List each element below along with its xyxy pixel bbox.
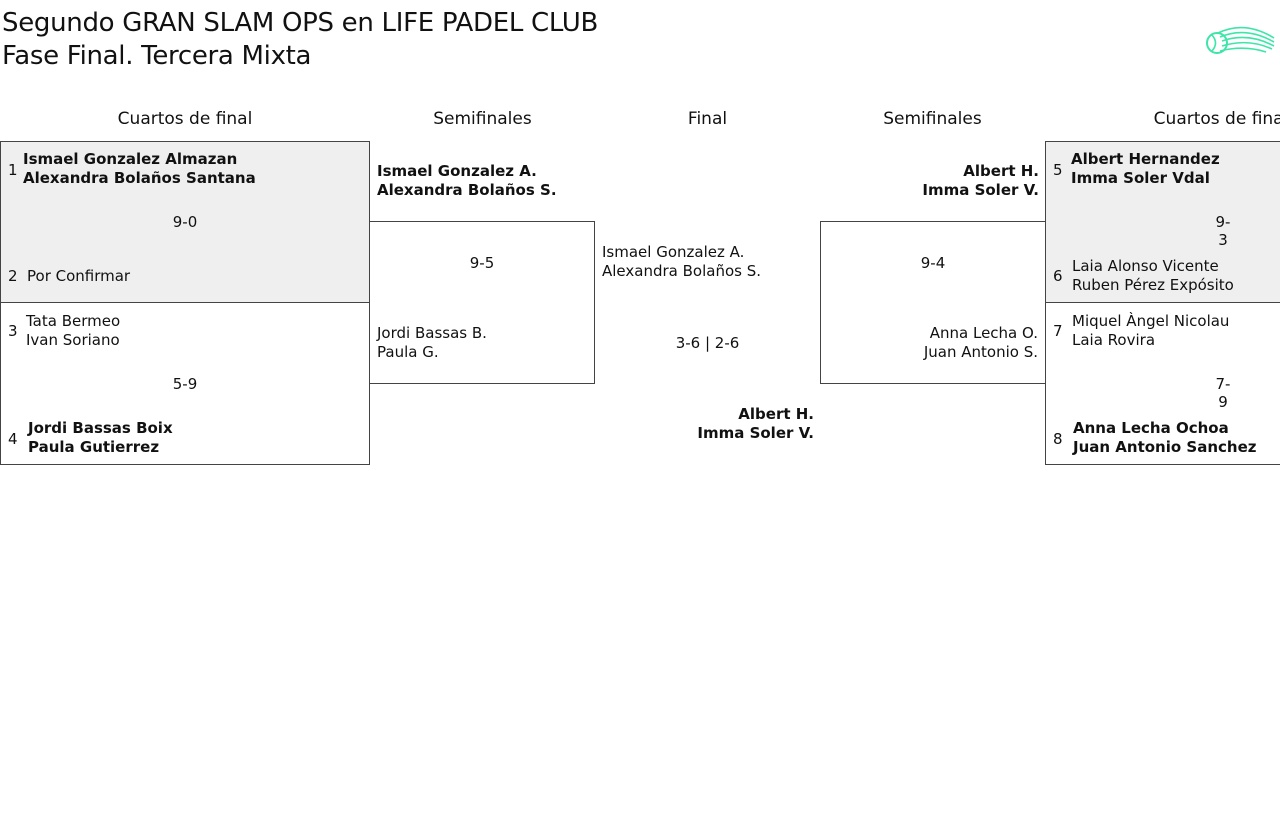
player-name: Imma Soler Vdal (1071, 169, 1210, 187)
player-name: Jordi Bassas Boix (28, 419, 173, 437)
sf-right-team-top: Albert H. Imma Soler V. (820, 162, 1039, 200)
round-header-quarters-left: Cuartos de final (117, 109, 253, 129)
qf-right-match-1: 5 Albert Hernandez Imma Soler Vdal 9-3 6… (1045, 141, 1280, 303)
round-header-semis-left: Semifinales (433, 109, 532, 129)
round-header-quarters-right: Cuartos de final (1153, 109, 1280, 129)
qf-left-match-1: 1 Ismael Gonzalez Almazan Alexandra Bola… (0, 141, 370, 303)
team-bottom: Jordi Bassas Boix Paula Gutierrez (28, 419, 173, 457)
team-top: Albert Hernandez Imma Soler Vdal (1071, 150, 1220, 188)
team-top: Tata Bermeo Ivan Soriano (26, 312, 120, 350)
player-name: Imma Soler V. (922, 181, 1039, 199)
team-bottom: Laia Alonso Vicente Ruben Pérez Expósito (1072, 257, 1234, 295)
player-name: Alexandra Bolaños S. (602, 262, 762, 280)
seed-number: 7 (1053, 322, 1063, 340)
player-name: Alexandra Bolaños Santana (23, 169, 256, 187)
round-header-semis-right: Semifinales (883, 109, 982, 129)
seed-number: 8 (1053, 430, 1063, 448)
seed-number: 4 (8, 430, 18, 448)
player-name: Alexandra Bolaños S. (377, 181, 557, 199)
match-score: 9-0 (172, 213, 198, 231)
team-top: Ismael Gonzalez Almazan Alexandra Bolaño… (23, 150, 256, 188)
player-name: Anna Lecha Ochoa (1073, 419, 1229, 437)
page-title: Segundo GRAN SLAM OPS en LIFE PADEL CLUB (2, 8, 599, 38)
player-name: Paula Gutierrez (28, 438, 160, 456)
player-name: Ismael Gonzalez Almazan (23, 150, 238, 168)
team-bottom: Anna Lecha Ochoa Juan Antonio Sanchez (1073, 419, 1256, 457)
player-name: Juan Antonio Sanchez (1073, 438, 1257, 456)
player-name: Ismael Gonzalez A. (602, 243, 745, 261)
page-subtitle: Fase Final. Tercera Mixta (2, 41, 312, 71)
seed-number: 1 (8, 161, 18, 179)
final-team-top: Ismael Gonzalez A. Alexandra Bolaños S. (602, 243, 761, 281)
match-score: 9-3 (1215, 213, 1231, 249)
match-score: 7-9 (1215, 375, 1231, 411)
player-name: Anna Lecha O. (929, 324, 1038, 342)
qf-right-match-2: 7 Miquel Àngel Nicolau Laia Rovira 7-9 8… (1045, 302, 1280, 465)
player-name: Laia Rovira (1072, 331, 1156, 349)
player-name: Ismael Gonzalez A. (377, 162, 537, 180)
team-bottom: Por Confirmar (27, 267, 130, 286)
sf-left-team-bottom: Jordi Bassas B. Paula G. (377, 324, 487, 362)
player-name: Por Confirmar (27, 267, 131, 285)
match-score: 5-9 (172, 375, 198, 393)
team-top: Miquel Àngel Nicolau Laia Rovira (1072, 312, 1229, 350)
player-name: Imma Soler V. (697, 424, 814, 442)
round-header-final: Final (687, 109, 728, 129)
player-name: Tata Bermeo (26, 312, 121, 330)
player-name: Albert H. (738, 405, 814, 423)
seed-number: 2 (8, 267, 18, 285)
seed-number: 5 (1053, 161, 1063, 179)
player-name: Juan Antonio S. (923, 343, 1038, 361)
player-name: Albert H. (963, 162, 1039, 180)
player-name: Laia Alonso Vicente (1072, 257, 1219, 275)
seed-number: 3 (8, 322, 18, 340)
player-name: Miquel Àngel Nicolau (1072, 312, 1230, 330)
sf-left-team-top: Ismael Gonzalez A. Alexandra Bolaños S. (377, 162, 557, 200)
match-score: 9-5 (469, 254, 495, 272)
player-name: Ivan Soriano (26, 331, 120, 349)
final-team-bottom: Albert H. Imma Soler V. (595, 405, 814, 443)
player-name: Ruben Pérez Expósito (1072, 276, 1234, 294)
sf-left-match: 9-5 Jordi Bassas B. Paula G. (369, 221, 595, 384)
sf-right-match: 9-4 Anna Lecha O. Juan Antonio S. (820, 221, 1046, 384)
player-name: Albert Hernandez (1071, 150, 1220, 168)
match-score: 9-4 (920, 254, 946, 272)
qf-left-match-2: 3 Tata Bermeo Ivan Soriano 5-9 4 Jordi B… (0, 302, 370, 465)
sf-right-team-bottom: Anna Lecha O. Juan Antonio S. (821, 324, 1038, 362)
player-name: Paula G. (377, 343, 439, 361)
tennis-ball-logo-icon (1206, 26, 1275, 54)
seed-number: 6 (1053, 267, 1063, 285)
player-name: Jordi Bassas B. (377, 324, 487, 342)
final-score: 3-6 | 2-6 (675, 334, 740, 352)
